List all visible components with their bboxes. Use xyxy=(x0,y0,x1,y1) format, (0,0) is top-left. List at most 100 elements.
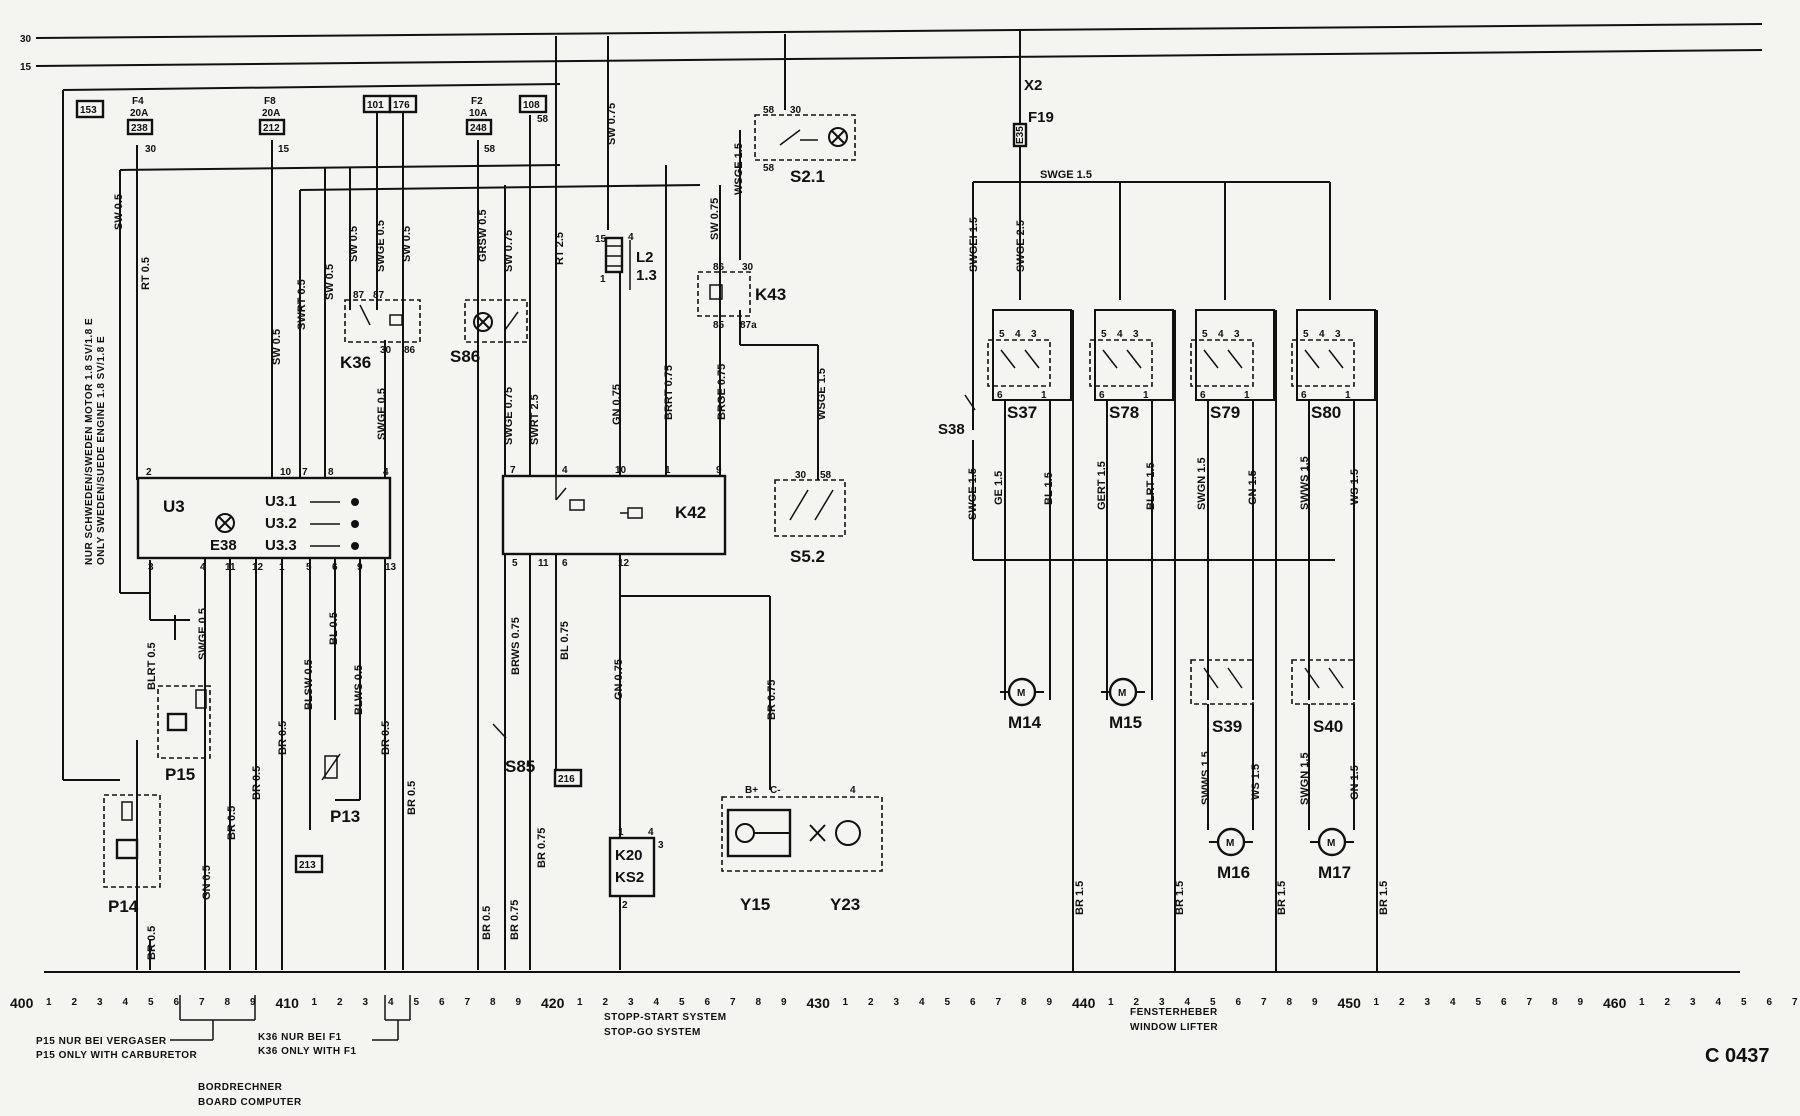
svg-text:8: 8 xyxy=(1287,997,1293,1008)
switch-s2-1: 58 30 58 S2.1 xyxy=(754,105,856,186)
svg-text:5: 5 xyxy=(148,997,154,1008)
sensor-p13: P13 xyxy=(321,753,360,826)
svg-text:SWGE 0.75: SWGE 0.75 xyxy=(503,387,515,445)
svg-text:9: 9 xyxy=(357,562,363,573)
svg-text:7: 7 xyxy=(1261,997,1267,1008)
svg-text:9: 9 xyxy=(781,997,787,1008)
diagram-code: C 0437 xyxy=(1705,1045,1770,1067)
svg-text:11: 11 xyxy=(538,558,549,569)
bus-410: 410 xyxy=(276,995,300,1011)
svg-text:8: 8 xyxy=(1021,997,1027,1008)
svg-text:BR 0.5: BR 0.5 xyxy=(481,906,493,940)
left-wiring xyxy=(62,34,819,970)
m15-label: M15 xyxy=(1109,713,1142,732)
svg-text:8: 8 xyxy=(225,997,231,1008)
svg-text:STOPP-START SYSTEM: STOPP-START SYSTEM xyxy=(604,1012,727,1023)
svg-text:6: 6 xyxy=(705,997,711,1008)
svg-text:4: 4 xyxy=(383,467,389,478)
svg-text:6: 6 xyxy=(1501,997,1507,1008)
p15-label: P15 xyxy=(165,765,195,784)
svg-text:SWWS 1.5: SWWS 1.5 xyxy=(1200,751,1212,805)
switch-s39: S39 xyxy=(1190,659,1254,830)
ref-216: 216 xyxy=(553,768,583,788)
svg-text:BOARD COMPUTER: BOARD COMPUTER xyxy=(198,1097,302,1108)
bus-460: 460 xyxy=(1603,995,1627,1011)
s78-label: S78 xyxy=(1109,403,1139,422)
svg-text:58: 58 xyxy=(537,114,549,125)
svg-text:2: 2 xyxy=(72,997,78,1008)
svg-text:C-: C- xyxy=(770,785,781,796)
svg-text:4: 4 xyxy=(919,997,925,1008)
switch-s5-2: 30 58 S5.2 xyxy=(774,470,846,566)
svg-text:3: 3 xyxy=(97,997,103,1008)
svg-text:58: 58 xyxy=(763,105,775,116)
svg-text:BR 0.5: BR 0.5 xyxy=(226,806,238,840)
svg-text:BR 1.5: BR 1.5 xyxy=(1074,881,1086,915)
svg-text:12: 12 xyxy=(618,558,630,569)
svg-text:176: 176 xyxy=(393,100,410,111)
svg-text:1: 1 xyxy=(1041,390,1047,401)
svg-text:13: 13 xyxy=(385,562,397,573)
svg-text:6: 6 xyxy=(439,997,445,1008)
svg-text:1.3: 1.3 xyxy=(636,267,657,284)
svg-text:GN 0.5: GN 0.5 xyxy=(201,865,213,900)
ref-101-176: 101 176 xyxy=(362,94,418,114)
svg-text:SWGE 1.5: SWGE 1.5 xyxy=(1040,169,1092,181)
s85-label: S85 xyxy=(505,757,535,776)
svg-text:5: 5 xyxy=(1741,997,1747,1008)
svg-text:2: 2 xyxy=(146,467,152,478)
k36-label: K36 xyxy=(340,353,371,372)
svg-text:GERT 1.5: GERT 1.5 xyxy=(1096,461,1108,510)
svg-text:3: 3 xyxy=(1335,329,1341,340)
k20-label: K20 xyxy=(615,847,643,864)
svg-text:F19: F19 xyxy=(1028,109,1054,126)
svg-text:2: 2 xyxy=(1399,997,1405,1008)
svg-text:30: 30 xyxy=(790,105,802,116)
svg-text:101: 101 xyxy=(367,100,384,111)
svg-text:SWRT 2.5: SWRT 2.5 xyxy=(529,394,541,445)
svg-text:3: 3 xyxy=(1690,997,1696,1008)
svg-text:3: 3 xyxy=(894,997,900,1008)
sensor-p15: P15 xyxy=(157,685,211,784)
svg-text:85: 85 xyxy=(713,320,725,331)
svg-text:1: 1 xyxy=(1244,390,1250,401)
svg-text:4: 4 xyxy=(850,785,856,796)
svg-text:4: 4 xyxy=(1015,329,1021,340)
svg-text:BLWS 0.5: BLWS 0.5 xyxy=(353,665,365,715)
svg-text:BL 0.75: BL 0.75 xyxy=(559,621,571,660)
svg-text:30: 30 xyxy=(742,262,754,273)
k42-label: K42 xyxy=(675,503,706,522)
svg-text:9: 9 xyxy=(716,465,722,476)
svg-text:SW 0.5: SW 0.5 xyxy=(324,264,336,300)
fuse-f8: F8 20A 212 15 xyxy=(258,96,290,155)
svg-text:9: 9 xyxy=(1578,997,1584,1008)
e38-label: E38 xyxy=(210,537,237,554)
relay-k43: 86 30 85 87a K43 xyxy=(697,262,786,331)
svg-text:5: 5 xyxy=(999,329,1005,340)
svg-text:5: 5 xyxy=(1202,329,1208,340)
svg-text:10A: 10A xyxy=(469,108,487,119)
svg-text:30: 30 xyxy=(795,470,807,481)
svg-text:7: 7 xyxy=(465,997,471,1008)
y15-label: Y15 xyxy=(740,895,770,914)
lamp-e38-icon xyxy=(215,513,235,533)
y23-label: Y23 xyxy=(830,895,860,914)
svg-text:BL 0.5: BL 0.5 xyxy=(328,612,340,645)
svg-text:3: 3 xyxy=(148,562,154,573)
fuse-f19: X2 F19 E35 SWGE 1.5 xyxy=(972,30,1331,430)
svg-text:BLSW 0.5: BLSW 0.5 xyxy=(303,659,315,710)
svg-text:1: 1 xyxy=(1108,997,1114,1008)
m14-label: M14 xyxy=(1008,713,1042,732)
ref-213: 213 xyxy=(294,854,324,874)
svg-text:6: 6 xyxy=(1767,997,1773,1008)
s79-label: S79 xyxy=(1210,403,1240,422)
svg-text:SW 0.75: SW 0.75 xyxy=(606,103,618,145)
svg-text:2: 2 xyxy=(1665,997,1671,1008)
svg-text:108: 108 xyxy=(523,100,540,111)
svg-text:7: 7 xyxy=(199,997,205,1008)
